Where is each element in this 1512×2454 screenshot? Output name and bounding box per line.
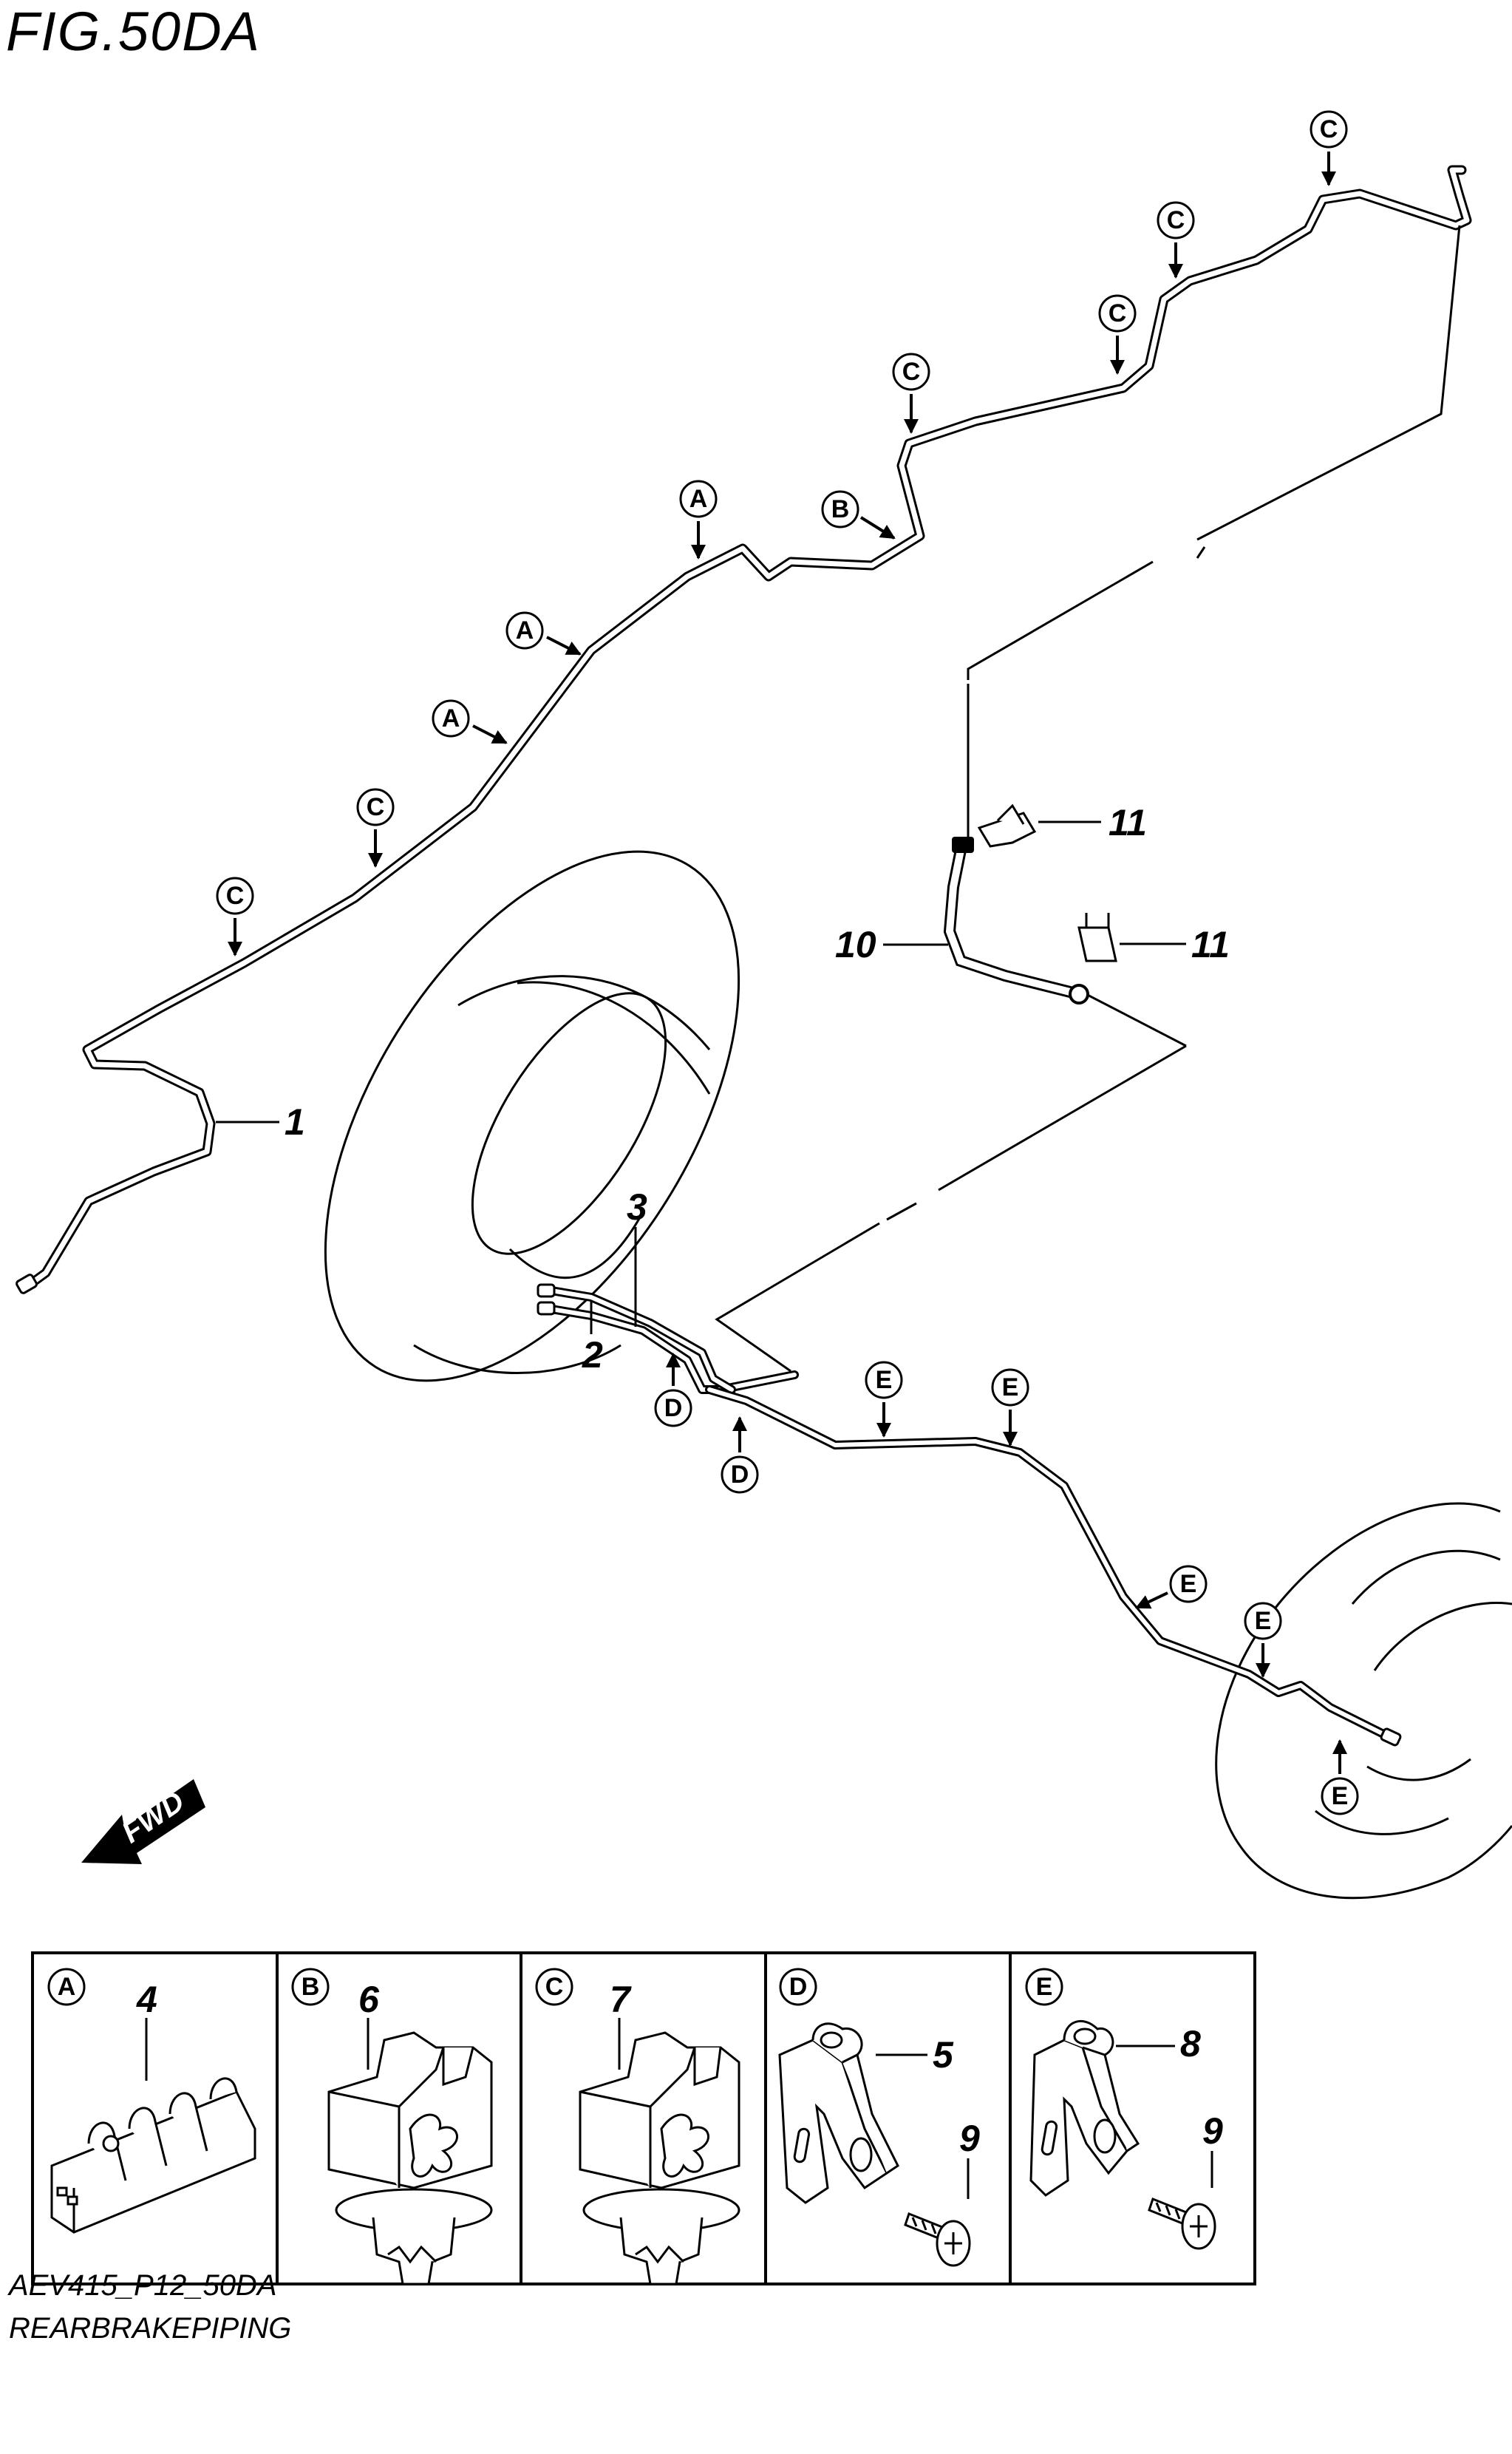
callout-d-2: D <box>721 1416 759 1494</box>
legend-cell-e: E 8 9 <box>1025 1968 1223 2250</box>
callout-c-3: C <box>1098 294 1137 375</box>
brake-pipe-1 <box>16 165 1472 1294</box>
wheel-left <box>324 850 740 1382</box>
callout-e-2: E <box>991 1368 1029 1447</box>
diagram-code: AEV415_P12_50DA <box>9 2269 277 2302</box>
connection-lines <box>715 225 1461 1373</box>
part-label-1: 1 <box>216 1101 305 1143</box>
callout-d-1: D <box>654 1353 692 1427</box>
bolt-9-e <box>1148 2198 1216 2250</box>
svg-text:D: D <box>789 1973 808 2001</box>
figure-title: FIG.50DA <box>6 1 261 62</box>
callout-e-4: E <box>1244 1602 1282 1678</box>
svg-text:E: E <box>1255 1607 1272 1635</box>
clamp-e-shape <box>1029 2019 1140 2197</box>
svg-text:D: D <box>664 1394 683 1422</box>
svg-text:4: 4 <box>136 1979 157 2020</box>
part-label-11-lower: 11 <box>1120 924 1230 965</box>
callout-e-3: E <box>1135 1565 1208 1609</box>
svg-text:10: 10 <box>835 924 876 965</box>
callout-c-4: C <box>892 353 930 434</box>
svg-text:E: E <box>1180 1570 1197 1598</box>
callout-a-1: A <box>679 480 718 560</box>
svg-text:E: E <box>876 1366 893 1394</box>
svg-text:A: A <box>689 485 708 513</box>
part-label-10: 10 <box>835 924 948 965</box>
svg-text:E: E <box>1002 1373 1019 1401</box>
legend-cell-c: C 7 <box>535 1968 740 2285</box>
legend-cell-b: B 6 <box>291 1968 493 2285</box>
svg-text:C: C <box>902 358 921 386</box>
bolt-9-d <box>904 2212 971 2267</box>
part-label-11-upper: 11 <box>1038 802 1147 843</box>
svg-text:1: 1 <box>285 1101 305 1143</box>
svg-text:D: D <box>731 1461 749 1489</box>
svg-text:C: C <box>1109 299 1127 327</box>
svg-text:8: 8 <box>1180 2023 1201 2064</box>
svg-text:E: E <box>1332 1782 1349 1810</box>
clip-11-upper <box>977 803 1037 848</box>
svg-text:6: 6 <box>358 1979 380 2020</box>
svg-text:C: C <box>226 882 245 910</box>
svg-text:5: 5 <box>933 2034 954 2076</box>
fwd-direction-arrow: FWD <box>81 1779 205 1864</box>
legend-cell-a: A 4 <box>47 1968 256 2234</box>
clip-11-lower <box>1077 913 1117 962</box>
svg-text:11: 11 <box>1191 924 1230 965</box>
wheel-right <box>1215 1502 1512 1900</box>
svg-text:C: C <box>1320 115 1338 143</box>
callout-b: B <box>821 490 896 540</box>
svg-text:C: C <box>545 1973 564 2001</box>
svg-text:B: B <box>302 1973 320 2001</box>
callout-e-5: E <box>1321 1739 1359 1815</box>
svg-text:11: 11 <box>1109 802 1147 843</box>
callout-c-5: C <box>356 788 395 868</box>
svg-text:E: E <box>1036 1973 1053 2001</box>
svg-text:9: 9 <box>959 2118 980 2159</box>
svg-text:A: A <box>516 616 534 645</box>
brake-hose-10 <box>943 837 1089 1005</box>
svg-text:2: 2 <box>582 1334 603 1376</box>
callout-c-6: C <box>216 877 254 956</box>
callout-c-top-right: C <box>1310 110 1348 186</box>
callout-e-1: E <box>865 1361 903 1438</box>
brake-pipe-rear-right <box>705 1385 1402 1747</box>
svg-text:C: C <box>1167 206 1185 234</box>
callout-a-3: A <box>432 699 508 744</box>
part-label-2: 2 <box>582 1301 603 1376</box>
callout-c-2: C <box>1157 201 1195 279</box>
svg-text:9: 9 <box>1202 2110 1223 2152</box>
callout-a-2: A <box>505 611 582 656</box>
diagram-name: REARBRAKEPIPING <box>9 2312 292 2345</box>
svg-text:A: A <box>58 1973 76 2001</box>
svg-text:A: A <box>442 704 460 733</box>
svg-text:3: 3 <box>627 1186 647 1228</box>
clamp-d-shape <box>778 2022 899 2204</box>
svg-text:B: B <box>831 495 850 523</box>
part-label-3: 3 <box>627 1186 647 1327</box>
svg-text:7: 7 <box>610 1979 632 2020</box>
clamp-b-shape <box>327 2031 493 2285</box>
svg-text:C: C <box>367 793 385 821</box>
clamp-c-shape <box>579 2031 740 2285</box>
clamp-a-shape <box>50 2077 256 2234</box>
legend-cell-d: D 5 9 <box>778 1968 980 2267</box>
